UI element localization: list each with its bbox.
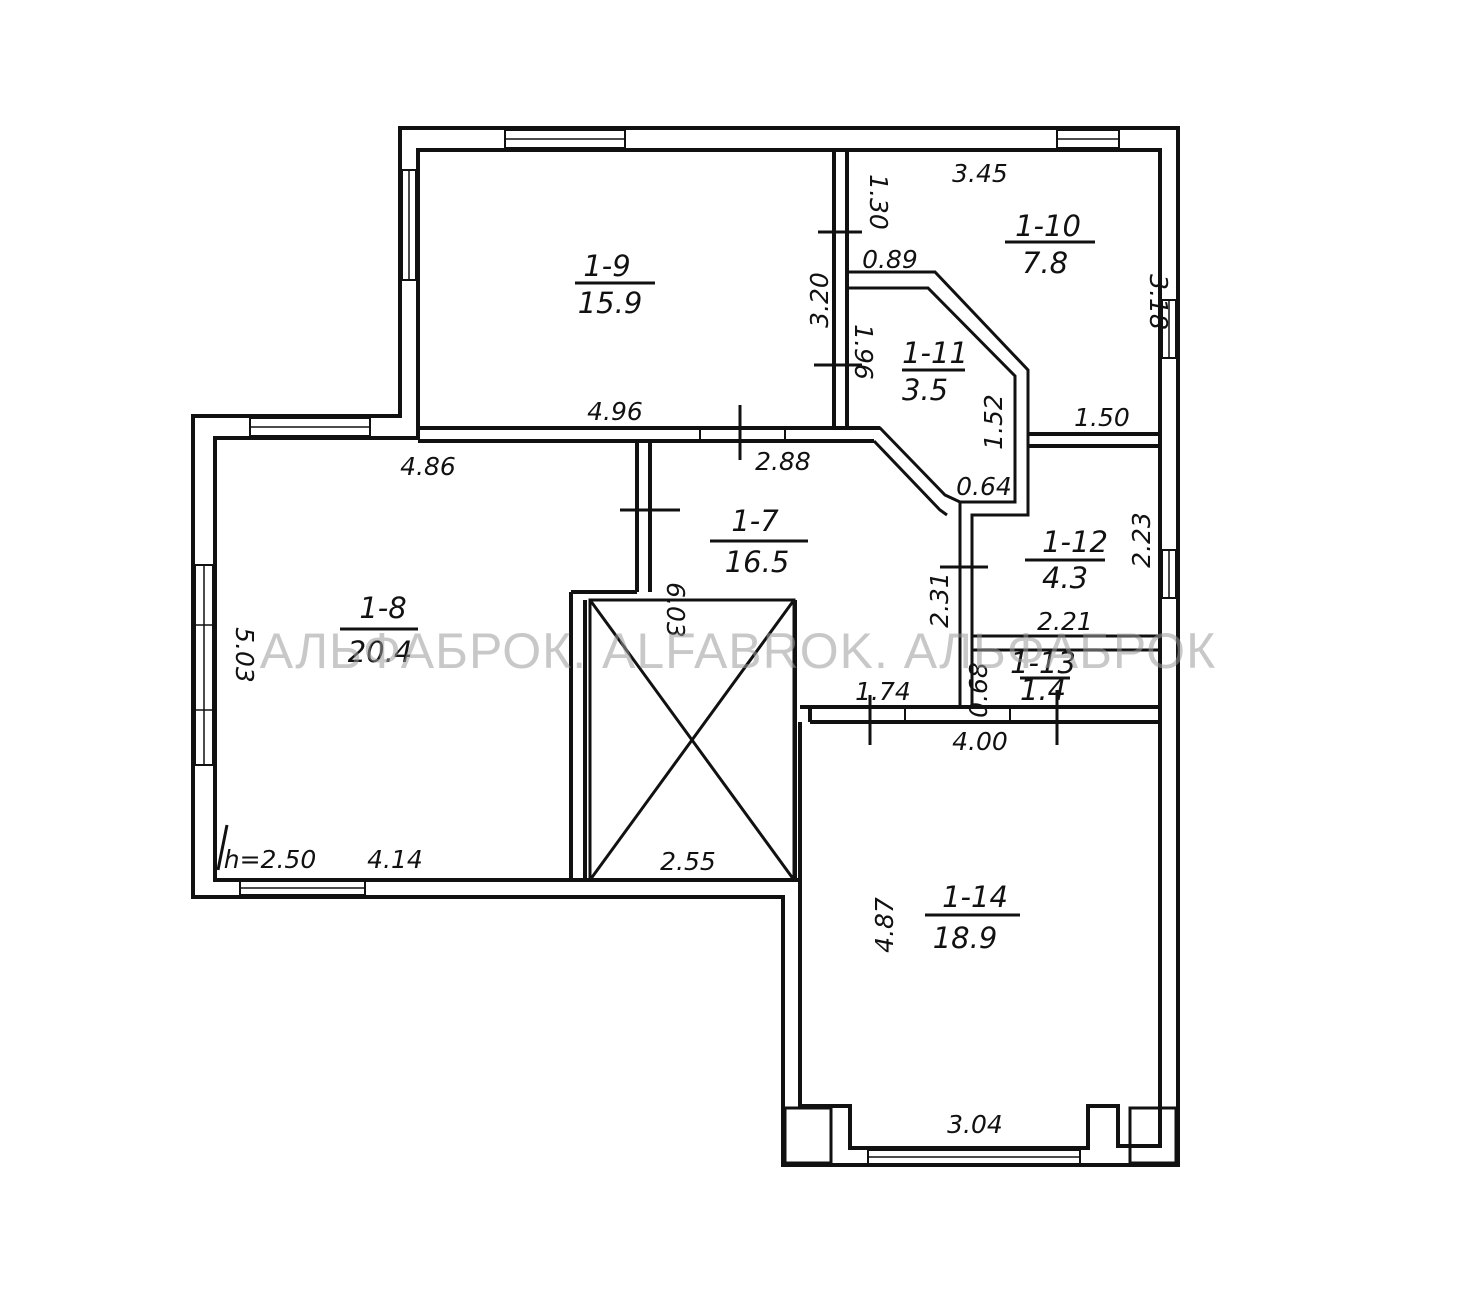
room-area: 16.5 <box>725 545 790 579</box>
room-area: 3.5 <box>902 373 948 407</box>
dim-label: 0.68 <box>964 662 993 718</box>
room-id: 1-9 <box>583 249 630 283</box>
dim-label: 4.00 <box>952 727 1008 756</box>
watermark-text: АЛЬФАБРОК. ALFABROK. АЛЬФАБРОК <box>260 623 1216 679</box>
room-area: 20.4 <box>348 635 413 669</box>
dim-label: 1.96 <box>849 324 878 380</box>
room-1-12-label: 1-12 4.3 <box>1025 525 1108 595</box>
room-1-8-label: 1-8 20.4 <box>340 591 418 669</box>
room-id: 1-10 <box>1015 209 1081 243</box>
outer-walls <box>191 126 1180 1167</box>
dim-label: 4.96 <box>587 397 643 426</box>
room-1-14-label: 1-14 18.9 <box>925 880 1020 955</box>
room-1-10-label: 1-10 7.8 <box>1005 209 1095 280</box>
dim-label: 3.04 <box>947 1110 1003 1139</box>
dim-label: 5.03 <box>230 627 259 683</box>
dim-label: 2.21 <box>1037 607 1093 636</box>
dim-label: 4.14 <box>367 845 423 874</box>
dimension-labels: 4.96 3.45 1.30 3.20 0.89 1.96 1.52 1.50 … <box>224 159 1173 1139</box>
dim-label: 1.74 <box>855 677 911 706</box>
dim-label: 2.23 <box>1127 512 1156 568</box>
room-labels: 1-9 15.9 1-10 7.8 1-11 3.5 1-7 16.5 1-8 … <box>340 209 1108 955</box>
dim-label: 1.50 <box>1074 403 1130 432</box>
room-area: 7.8 <box>1022 246 1068 280</box>
dim-label: 6.03 <box>661 582 690 638</box>
room-id: 1-12 <box>1042 525 1108 559</box>
room-1-9-label: 1-9 15.9 <box>575 249 655 320</box>
dim-label: 0.64 <box>956 472 1012 501</box>
room-id: 1-8 <box>359 591 406 625</box>
dim-label: 3.18 <box>1144 274 1173 330</box>
room-id: 1-11 <box>902 336 968 370</box>
room-id: 1-14 <box>942 880 1008 914</box>
room-1-11-label: 1-11 3.5 <box>902 336 968 407</box>
room-1-13-label: 1-13 1.4 <box>1010 646 1076 707</box>
dim-label: 3.20 <box>805 272 834 328</box>
room-1-7-label: 1-7 16.5 <box>710 504 808 579</box>
dim-label: 3.45 <box>952 159 1008 188</box>
room-area: 18.9 <box>933 921 998 955</box>
dim-label: 2.31 <box>925 572 954 628</box>
room-area: 4.3 <box>1042 561 1088 595</box>
room-area: 1.4 <box>1020 673 1066 707</box>
dim-label: 0.89 <box>862 245 918 274</box>
dim-label: 4.86 <box>400 452 456 481</box>
dim-label: 1.52 <box>979 394 1008 450</box>
windows <box>194 129 1178 1165</box>
dim-label: 2.55 <box>660 847 716 876</box>
dimension-ticks <box>216 230 1059 871</box>
room-area: 15.9 <box>578 286 643 320</box>
room-id: 1-13 <box>1010 646 1076 680</box>
dim-label: 2.88 <box>755 447 811 476</box>
dim-label: 1.30 <box>864 174 893 230</box>
dim-label: 4.87 <box>870 897 899 953</box>
room-id: 1-7 <box>731 504 779 538</box>
dim-label: h=2.50 <box>224 845 316 874</box>
stair-shaft <box>588 598 796 882</box>
